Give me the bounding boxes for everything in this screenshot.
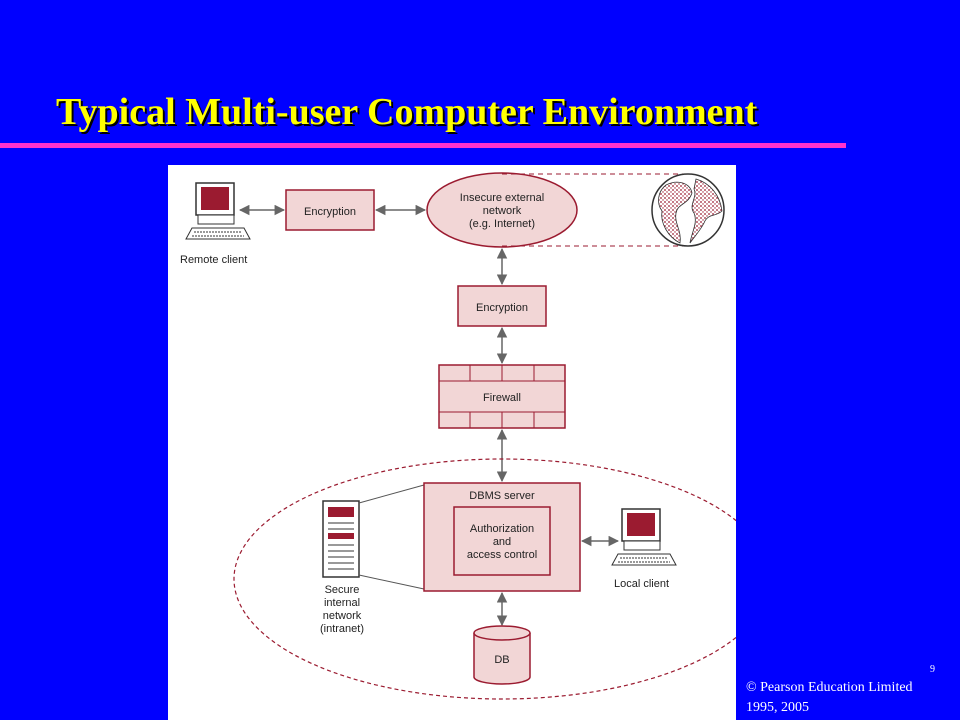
insecure-network-line3: (e.g. Internet)	[469, 218, 535, 230]
remote-client-computer-icon	[185, 182, 251, 240]
secure-network-line2: internal	[324, 597, 360, 609]
local-client-computer-icon	[611, 508, 677, 566]
local-client-label: Local client	[614, 578, 669, 590]
secure-network-line1: Secure	[325, 584, 360, 596]
firewall-wall	[438, 364, 566, 429]
server-tower-icon	[322, 500, 360, 578]
remote-client-label: Remote client	[180, 254, 247, 266]
insecure-network-line2: network	[483, 205, 522, 217]
encryption-top-label: Encryption	[304, 206, 356, 218]
authorization-line2: and	[493, 536, 511, 548]
page-number: 9	[930, 664, 935, 675]
database-cylinder-icon	[473, 625, 531, 685]
secure-network-line3: network	[323, 610, 362, 622]
copyright-notice: © Pearson Education Limited 1995, 2005	[746, 678, 913, 718]
authorization-box	[453, 506, 551, 576]
copyright-line-1: © Pearson Education Limited	[746, 680, 913, 695]
encryption-mid-label: Encryption	[476, 302, 528, 314]
insecure-network-ellipse	[426, 172, 578, 248]
encryption-box-middle	[457, 285, 547, 327]
title-underline	[0, 143, 846, 148]
network-diagram: Remote client Encryption Insecure extern…	[168, 165, 736, 720]
globe-icon	[651, 173, 725, 247]
copyright-line-2: 1995, 2005	[746, 700, 809, 715]
secure-network-line4: (intranet)	[320, 623, 364, 635]
server-callout-bottom	[358, 574, 425, 590]
authorization-line3: access control	[467, 549, 537, 561]
server-callout-top	[358, 484, 425, 504]
dbms-server-label: DBMS server	[469, 490, 535, 502]
db-label: DB	[494, 654, 509, 666]
firewall-label: Firewall	[483, 392, 521, 404]
encryption-box-top	[285, 189, 375, 231]
intranet-boundary	[233, 458, 736, 700]
authorization-line1: Authorization	[470, 523, 534, 535]
slide-title: Typical Multi-user Computer Environment	[56, 91, 758, 133]
insecure-network-line1: Insecure external	[460, 192, 544, 204]
